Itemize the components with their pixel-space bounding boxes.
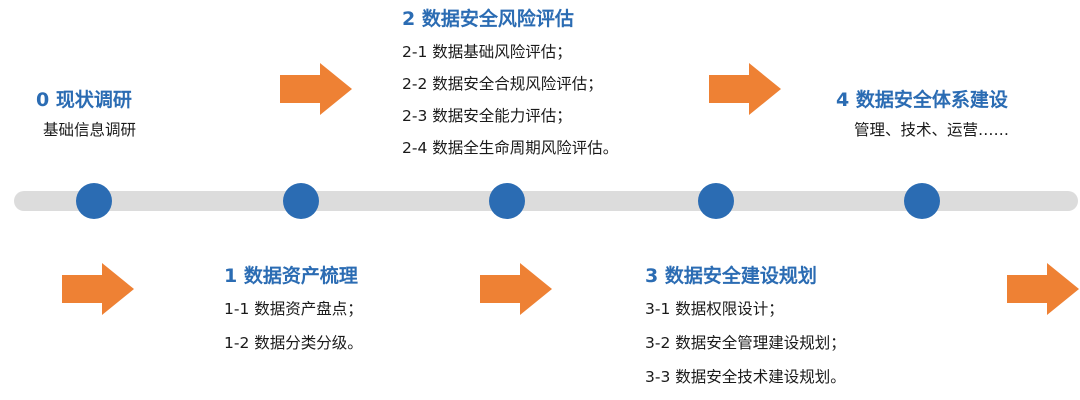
stage-title: 2 数据安全风险评估 [402, 8, 574, 30]
arrow-right-icon [62, 263, 134, 315]
stage-item: 2-1 数据基础风险评估； [402, 43, 572, 61]
stage-item: 3-1 数据权限设计； [645, 300, 784, 318]
stage-item: 1-2 数据分类分级。 [224, 334, 363, 352]
stage-0: 0 现状调研 基础信息调研 [36, 88, 136, 139]
stage-item: 管理、技术、运营…… [854, 121, 1010, 139]
stage-item: 2-2 数据安全合规风险评估； [402, 75, 603, 93]
timeline-node-4 [904, 183, 940, 219]
stage-2: 2 数据安全风险评估 2-1 数据基础风险评估； 2-2 数据安全合规风险评估；… [402, 7, 618, 157]
timeline-node-0 [76, 183, 112, 219]
stage-title: 0 现状调研 [36, 89, 132, 111]
timeline-node-1 [283, 183, 319, 219]
stage-4: 4 数据安全体系建设 管理、技术、运营…… [836, 88, 1009, 139]
arrow-right-icon [480, 263, 552, 315]
stage-item: 3-2 数据安全管理建设规划； [645, 334, 846, 352]
timeline-node-3 [698, 183, 734, 219]
stage-item: 1-1 数据资产盘点； [224, 300, 363, 318]
stage-title: 3 数据安全建设规划 [645, 265, 817, 287]
stage-3: 3 数据安全建设规划 3-1 数据权限设计； 3-2 数据安全管理建设规划； 3… [645, 264, 846, 386]
arrow-right-icon [280, 63, 352, 115]
stage-item: 2-3 数据安全能力评估； [402, 107, 572, 125]
arrow-right-icon [1007, 263, 1079, 315]
stage-item: 2-4 数据全生命周期风险评估。 [402, 139, 619, 157]
arrow-right-icon [709, 63, 781, 115]
timeline-track [14, 191, 1078, 211]
stage-title: 4 数据安全体系建设 [836, 89, 1008, 111]
stage-title: 1 数据资产梳理 [224, 265, 358, 287]
timeline-node-2 [489, 183, 525, 219]
stage-1: 1 数据资产梳理 1-1 数据资产盘点； 1-2 数据分类分级。 [224, 264, 363, 352]
stage-item: 3-3 数据安全技术建设规划。 [645, 368, 846, 386]
stage-item: 基础信息调研 [43, 121, 137, 139]
